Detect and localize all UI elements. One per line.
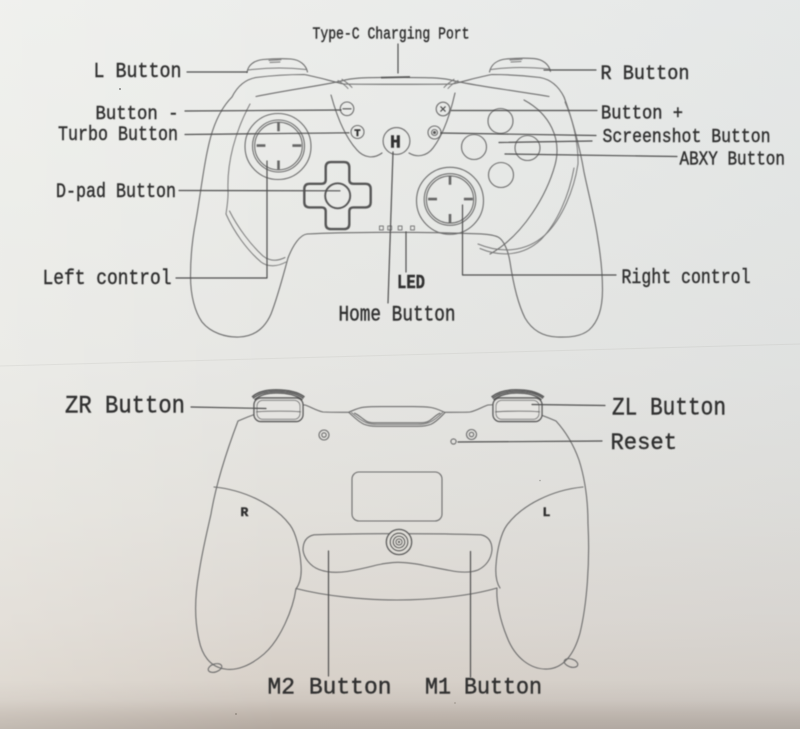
svg-text:L: L <box>543 505 551 520</box>
svg-text:M1 Button: M1 Button <box>425 675 542 702</box>
svg-text:ZR Button: ZR Button <box>65 392 185 421</box>
svg-text:Screenshot Button: Screenshot Button <box>603 126 771 148</box>
svg-text:Type-C Charging Port: Type-C Charging Port <box>313 26 470 45</box>
svg-text:ABXY Button: ABXY Button <box>680 149 786 171</box>
svg-text:R: R <box>241 505 249 520</box>
svg-text:Reset: Reset <box>611 430 678 457</box>
svg-text:M2 Button: M2 Button <box>268 675 392 702</box>
svg-text:Button +: Button + <box>601 103 683 125</box>
svg-text:Right control: Right control <box>622 267 751 290</box>
svg-text:Button -: Button - <box>96 103 179 125</box>
svg-text:H: H <box>390 133 401 153</box>
svg-text:R Button: R Button <box>601 63 690 86</box>
svg-text:ZL Button: ZL Button <box>612 394 726 423</box>
svg-text:LED: LED <box>397 272 425 294</box>
svg-text:L Button: L Button <box>94 61 182 84</box>
svg-text:Home Button: Home Button <box>339 303 456 328</box>
svg-text:D-pad Button: D-pad Button <box>56 181 176 204</box>
svg-text:T: T <box>354 128 360 140</box>
svg-text:Left control: Left control <box>43 268 172 291</box>
svg-text:Turbo Button: Turbo Button <box>58 124 178 147</box>
